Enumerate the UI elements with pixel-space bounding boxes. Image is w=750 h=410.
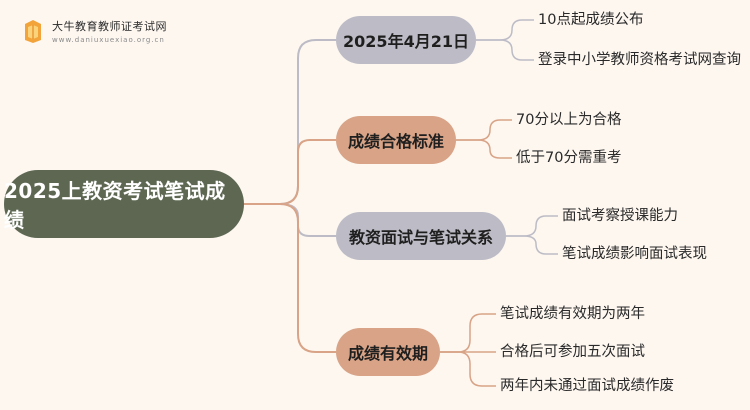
- connector-branch-3-leaf-2: [506, 235, 558, 255]
- leaf-node: 10点起成绩公布: [538, 12, 644, 28]
- leaf-node: 笔试成绩影响面试表现: [562, 246, 707, 262]
- connector-branch-1-leaf-1: [476, 19, 534, 41]
- connector-branch-3-leaf-1: [506, 215, 558, 237]
- connector-root-branch-4: [244, 203, 336, 353]
- site-logo[interactable]: 大牛教育教师证考试网 www.daniuxuexiao.org.cn: [20, 14, 200, 50]
- connector-branch-4-leaf-3: [440, 351, 496, 387]
- branch-node-results-date: 2025年4月21日: [336, 16, 476, 64]
- connector-root-branch-2: [244, 139, 336, 205]
- leaf-node: 两年内未通过面试成绩作废: [500, 378, 674, 394]
- connector-branch-1-leaf-2: [476, 39, 534, 61]
- logo-url: www.daniuxuexiao.org.cn: [52, 36, 165, 44]
- connector-root-branch-1: [244, 39, 336, 205]
- branch-node-pass-standard: 成绩合格标准: [336, 116, 456, 164]
- leaf-node: 合格后可参加五次面试: [500, 344, 645, 360]
- leaf-node: 笔试成绩有效期为两年: [500, 306, 645, 322]
- connector-root-branch-3: [244, 203, 336, 237]
- branch-node-interview-relation: 教资面试与笔试关系: [336, 212, 506, 260]
- leaf-node: 70分以上为合格: [516, 112, 622, 128]
- logo-title: 大牛教育教师证考试网: [52, 20, 167, 33]
- leaf-node: 低于70分需重考: [516, 150, 622, 166]
- connector-branch-2-leaf-2: [456, 139, 512, 159]
- connector-branch-2-leaf-1: [456, 119, 512, 141]
- leaf-node: 面试考察授课能力: [562, 208, 678, 224]
- root-node: 2025上教资考试笔试成绩: [4, 170, 244, 238]
- branch-node-validity: 成绩有效期: [336, 328, 440, 376]
- connector-branch-4-leaf-1: [440, 313, 496, 353]
- leaf-node: 登录中小学教师资格考试网查询: [538, 52, 741, 68]
- book-icon: [25, 20, 41, 43]
